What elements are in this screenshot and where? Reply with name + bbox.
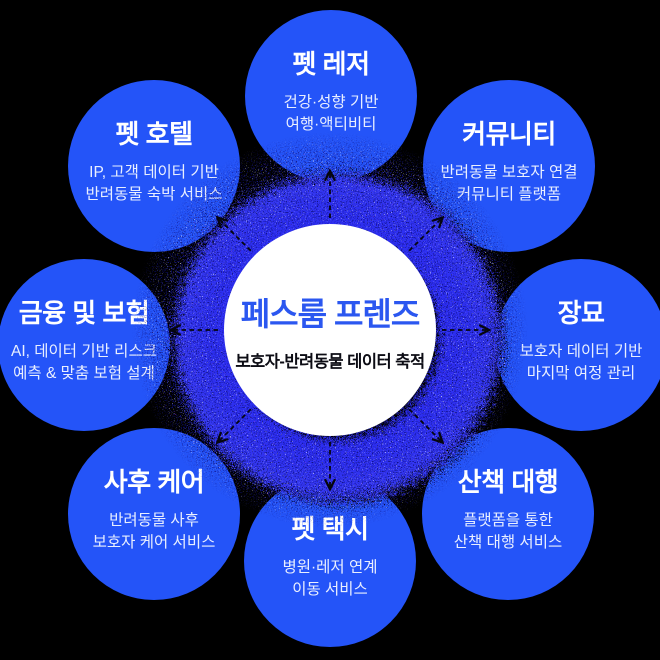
bubble-desc-line: 반려동물 숙박 서비스 bbox=[85, 186, 223, 203]
bubble-desc-line: 예측 & 맞춤 보험 설계 bbox=[13, 365, 155, 382]
connector-nw bbox=[218, 218, 252, 252]
bubble-desc-line: 산책 대행 서비스 bbox=[453, 534, 563, 551]
bubble-desc-line: 마지막 여정 관리 bbox=[526, 365, 636, 382]
bubble-desc-line: 플랫폼을 통한 bbox=[463, 512, 553, 529]
bubble-title: 산책 대행 bbox=[457, 467, 559, 497]
bubble-desc-line: 반려동물 보호자 연결 bbox=[440, 164, 578, 181]
bubble-desc-line: 병원·레저 연계 bbox=[282, 559, 378, 576]
bubble-title: 펫 택시 bbox=[291, 514, 369, 544]
bubble-title: 펫 레저 bbox=[292, 49, 370, 79]
center-subtitle: 보호자-반려동물 데이터 축적 bbox=[235, 352, 425, 371]
bubble-desc-line: AI, 데이터 기반 리스크 bbox=[11, 343, 157, 360]
connector-ne bbox=[408, 218, 442, 252]
bubble-finance-insurance: 금융 및 보험 AI, 데이터 기반 리스크 예측 & 맞춤 보험 설계 bbox=[0, 259, 170, 431]
bubble-community: 커뮤니티 반려동물 보호자 연결 커뮤니티 플랫폼 bbox=[423, 80, 595, 252]
bubble-walking-service: 산책 대행 플랫폼을 통한 산책 대행 서비스 bbox=[422, 428, 594, 600]
bubble-pet-leisure: 펫 레저 건강·성향 기반 여행·액티비티 bbox=[245, 10, 417, 182]
bubble-pet-hotel: 펫 호텔 IP, 고객 데이터 기반 반려동물 숙박 서비스 bbox=[68, 80, 240, 252]
bubble-desc-line: 보호자 데이터 기반 bbox=[519, 343, 643, 360]
bubble-title: 커뮤니티 bbox=[462, 119, 556, 149]
bubble-title: 장묘 bbox=[557, 298, 605, 328]
bubble-funeral: 장묘 보호자 데이터 기반 마지막 여정 관리 bbox=[495, 259, 660, 431]
bubble-title: 금융 및 보험 bbox=[18, 298, 150, 328]
bubble-desc-line: 여행·액티비티 bbox=[285, 116, 377, 133]
bubble-desc-line: 커뮤니티 플랫폼 bbox=[456, 186, 562, 203]
connector-sw bbox=[218, 408, 252, 442]
bubble-pet-taxi: 펫 택시 병원·레저 연계 이동 서비스 bbox=[244, 475, 416, 647]
connector-se bbox=[408, 408, 442, 442]
bubble-after-care: 사후 케어 반려동물 사후 보호자 케어 서비스 bbox=[68, 428, 240, 600]
bubble-desc-line: 반려동물 사후 bbox=[109, 512, 199, 529]
center-hub: 페스룸 프렌즈 보호자-반려동물 데이터 축적 bbox=[224, 224, 436, 436]
center-title: 페스룸 프렌즈 bbox=[240, 295, 421, 332]
bubble-desc-line: 건강·성향 기반 bbox=[283, 94, 379, 111]
bubble-desc-line: 이동 서비스 bbox=[292, 581, 368, 598]
bubble-title: 사후 케어 bbox=[103, 467, 205, 497]
bubble-desc-line: IP, 고객 데이터 기반 bbox=[89, 164, 219, 181]
bubble-title: 펫 호텔 bbox=[115, 119, 193, 149]
bubble-desc-line: 보호자 케어 서비스 bbox=[92, 534, 216, 551]
